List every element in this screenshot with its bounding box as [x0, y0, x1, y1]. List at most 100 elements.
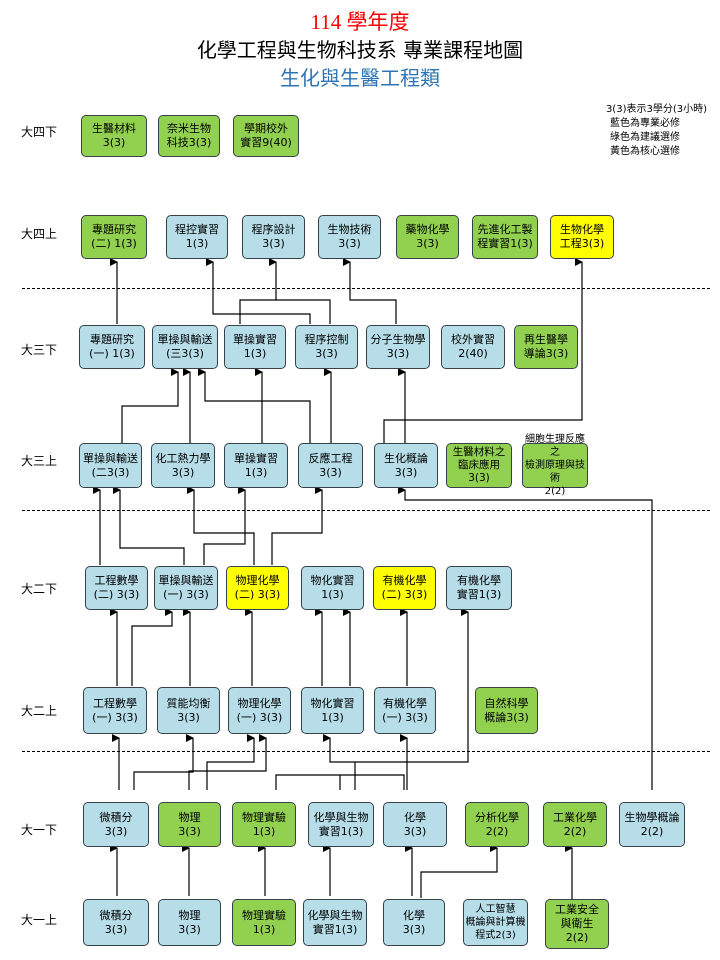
- course-label: 反應工程 3(3): [308, 451, 353, 479]
- course-process-control[interactable]: 程序控制 3(3): [295, 325, 358, 369]
- course-unit-ops-transport-2[interactable]: 單操與輸送 (二3(3): [79, 443, 142, 488]
- course-physics-lab-1[interactable]: 物理實驗 1(3): [232, 899, 296, 946]
- course-label: 有機化學 (一) 3(3): [382, 696, 428, 724]
- course-label: 有機化學 實習1(3): [456, 574, 502, 601]
- course-process-control-lab[interactable]: 程控實習 1(3): [166, 215, 228, 259]
- course-physics-2[interactable]: 物理 3(3): [158, 802, 221, 847]
- course-pharmaceutical-chemistry[interactable]: 藥物化學 3(3): [396, 215, 459, 259]
- course-label: 工業安全 與衛生 2(2): [555, 903, 599, 944]
- course-label: 自然科學 概論3(3): [484, 696, 529, 724]
- course-label: 單操實習 1(3): [233, 333, 277, 360]
- course-industrial-safety[interactable]: 工業安全 與衛生 2(2): [545, 899, 609, 949]
- course-label: 物理 3(3): [178, 908, 201, 936]
- course-nano-biotech[interactable]: 奈米生物 科技3(3): [158, 115, 220, 157]
- course-physchem-lab-1[interactable]: 物化實習 1(3): [301, 687, 364, 734]
- course-label: 生化概論 3(3): [384, 451, 428, 479]
- course-unit-ops-transport-3[interactable]: 單操與輸送 (三3(3): [152, 325, 218, 369]
- course-unit-ops-transport-1[interactable]: 單操與輸送 (一) 3(3): [154, 566, 218, 610]
- course-label: 微積分 3(3): [99, 810, 133, 838]
- connector-chembio2-chem: [340, 774, 405, 790]
- course-label: 分析化學 2(2): [475, 810, 519, 838]
- course-label: 工程數學 (一) 3(3): [92, 696, 138, 724]
- course-label: 化學與生物 實習1(3): [313, 810, 369, 838]
- course-biomaterials-clinical[interactable]: 生醫材料之 臨床應用 3(3): [446, 443, 512, 488]
- course-label: 生物化學 工程3(3): [559, 223, 605, 250]
- course-label: 微積分 3(3): [99, 908, 133, 936]
- legend-green-note: 綠色為建議選修: [610, 132, 680, 143]
- course-label: 物理實驗 1(3): [242, 908, 286, 936]
- course-engineering-math-2[interactable]: 工程數學 (二) 3(3): [85, 566, 148, 610]
- course-external-internship[interactable]: 校外實習 2(40): [441, 325, 505, 369]
- divider-year3: [22, 510, 710, 511]
- course-engineering-math-1[interactable]: 工程數學 (一) 3(3): [83, 687, 147, 734]
- course-reaction-engineering[interactable]: 反應工程 3(3): [298, 443, 363, 488]
- course-biochemical-engineering[interactable]: 生物化學 工程3(3): [550, 215, 614, 259]
- course-label: 分子生物學 3(3): [370, 333, 426, 360]
- course-unit-ops-lab-3a[interactable]: 單操實習 1(3): [224, 443, 288, 488]
- course-calculus-2[interactable]: 微積分 3(3): [83, 802, 149, 847]
- course-physical-chemistry-2[interactable]: 物理化學 (二) 3(3): [226, 566, 289, 610]
- course-mass-energy-balance[interactable]: 質能均衡 3(3): [157, 687, 220, 734]
- course-unit-ops-lab-3b[interactable]: 單操實習 1(3): [224, 325, 286, 369]
- course-label: 人工智慧 概論與計算機 程式2(3): [465, 904, 526, 941]
- course-natural-science-intro[interactable]: 自然科學 概論3(3): [475, 687, 538, 734]
- course-industrial-chemistry[interactable]: 工業化學 2(2): [543, 802, 607, 847]
- course-biology-intro[interactable]: 生物學概論 2(2): [619, 802, 685, 847]
- course-label: 物理 3(3): [178, 810, 201, 838]
- course-label: 生物學概論 2(2): [624, 810, 680, 838]
- course-analytical-chemistry[interactable]: 分析化學 2(2): [465, 802, 529, 847]
- connector-procctrl-proclab: [206, 258, 311, 324]
- course-ai-programming[interactable]: 人工智慧 概論與計算機 程式2(3): [463, 899, 528, 946]
- year-label-1b: 大一下: [20, 823, 57, 837]
- course-label: 細胞生理反應之 檢測原理與技術 2(2): [525, 434, 585, 497]
- course-label: 化學 3(3): [402, 908, 426, 936]
- course-molecular-biology[interactable]: 分子生物學 3(3): [366, 325, 430, 369]
- course-semester-internship[interactable]: 學期校外 實習9(40): [233, 115, 299, 157]
- course-project-2[interactable]: 專題研究 (二) 1(3): [81, 215, 147, 259]
- course-chemistry-2[interactable]: 化學 3(3): [383, 802, 447, 847]
- course-project-1[interactable]: 專題研究 (一) 1(3): [79, 325, 145, 369]
- course-label: 物理化學 (一) 3(3): [236, 696, 283, 724]
- connector-uolab-procdesign: [239, 258, 277, 324]
- course-biomaterials[interactable]: 生醫材料 3(3): [81, 115, 147, 157]
- course-regenerative-medicine[interactable]: 再生醫學 導論3(3): [514, 325, 578, 369]
- course-chemistry-1[interactable]: 化學 3(3): [383, 899, 445, 946]
- year-label-2b: 大二下: [20, 582, 57, 596]
- course-organic-chemistry-1[interactable]: 有機化學 (一) 3(3): [374, 687, 436, 734]
- connector-project-transport3: [121, 368, 179, 443]
- legend-unit-note: 3(3)表示3學分(3小時): [605, 104, 707, 115]
- year-label-3b: 大三下: [20, 343, 57, 357]
- course-label: 藥物化學 3(3): [405, 223, 450, 250]
- connector-chem2-pchemlab1: [323, 734, 356, 790]
- course-label: 工業化學 2(2): [553, 810, 597, 838]
- course-organic-chemistry-2[interactable]: 有機化學 (二) 3(3): [373, 566, 436, 610]
- course-label: 物化實習 1(3): [310, 574, 355, 601]
- course-chem-bio-lab-1[interactable]: 化學與生物 實習1(3): [303, 899, 367, 946]
- course-organic-chem-lab[interactable]: 有機化學 實習1(3): [446, 566, 512, 610]
- course-advanced-process-lab[interactable]: 先進化工製 程實習1(3): [472, 215, 538, 259]
- course-process-design[interactable]: 程序設計 3(3): [242, 215, 305, 259]
- year-label-4b: 大四下: [20, 125, 57, 139]
- course-calculus-1[interactable]: 微積分 3(3): [83, 899, 149, 946]
- year-label-2a: 大二上: [20, 704, 57, 718]
- course-chem-eng-thermodynamics[interactable]: 化工熱力學 3(3): [151, 443, 215, 488]
- course-label: 化學與生物 實習1(3): [307, 908, 363, 936]
- course-cell-physiology-detection[interactable]: 細胞生理反應之 檢測原理與技術 2(2): [522, 434, 588, 497]
- course-label: 程序設計 3(3): [251, 223, 296, 250]
- course-biochemistry-intro[interactable]: 生化概論 3(3): [374, 443, 438, 488]
- course-chem-bio-lab-2[interactable]: 化學與生物 實習1(3): [308, 802, 374, 847]
- legend: 3(3)表示3學分(3小時) 藍色為專業必修 綠色為建議選修 黃色為核心選修: [575, 103, 715, 159]
- connector-chem1-analchem: [420, 844, 498, 898]
- course-physics-1[interactable]: 物理 3(3): [158, 899, 221, 946]
- course-physical-chemistry-1[interactable]: 物理化學 (一) 3(3): [228, 687, 291, 734]
- course-physics-lab-2[interactable]: 物理實驗 1(3): [232, 802, 296, 847]
- course-biotechnology[interactable]: 生物技術 3(3): [318, 215, 381, 259]
- course-physchem-lab-2[interactable]: 物化實習 1(3): [301, 566, 364, 610]
- course-label: 專題研究 (一) 1(3): [89, 333, 135, 360]
- legend-blue-note: 藍色為專業必修: [610, 118, 680, 129]
- course-label: 單操與輸送 (三3(3): [157, 333, 213, 360]
- course-label: 程控實習 1(3): [175, 223, 219, 250]
- connector-biochemintro-biochem: [398, 486, 653, 790]
- course-label: 奈米生物 科技3(3): [166, 122, 212, 149]
